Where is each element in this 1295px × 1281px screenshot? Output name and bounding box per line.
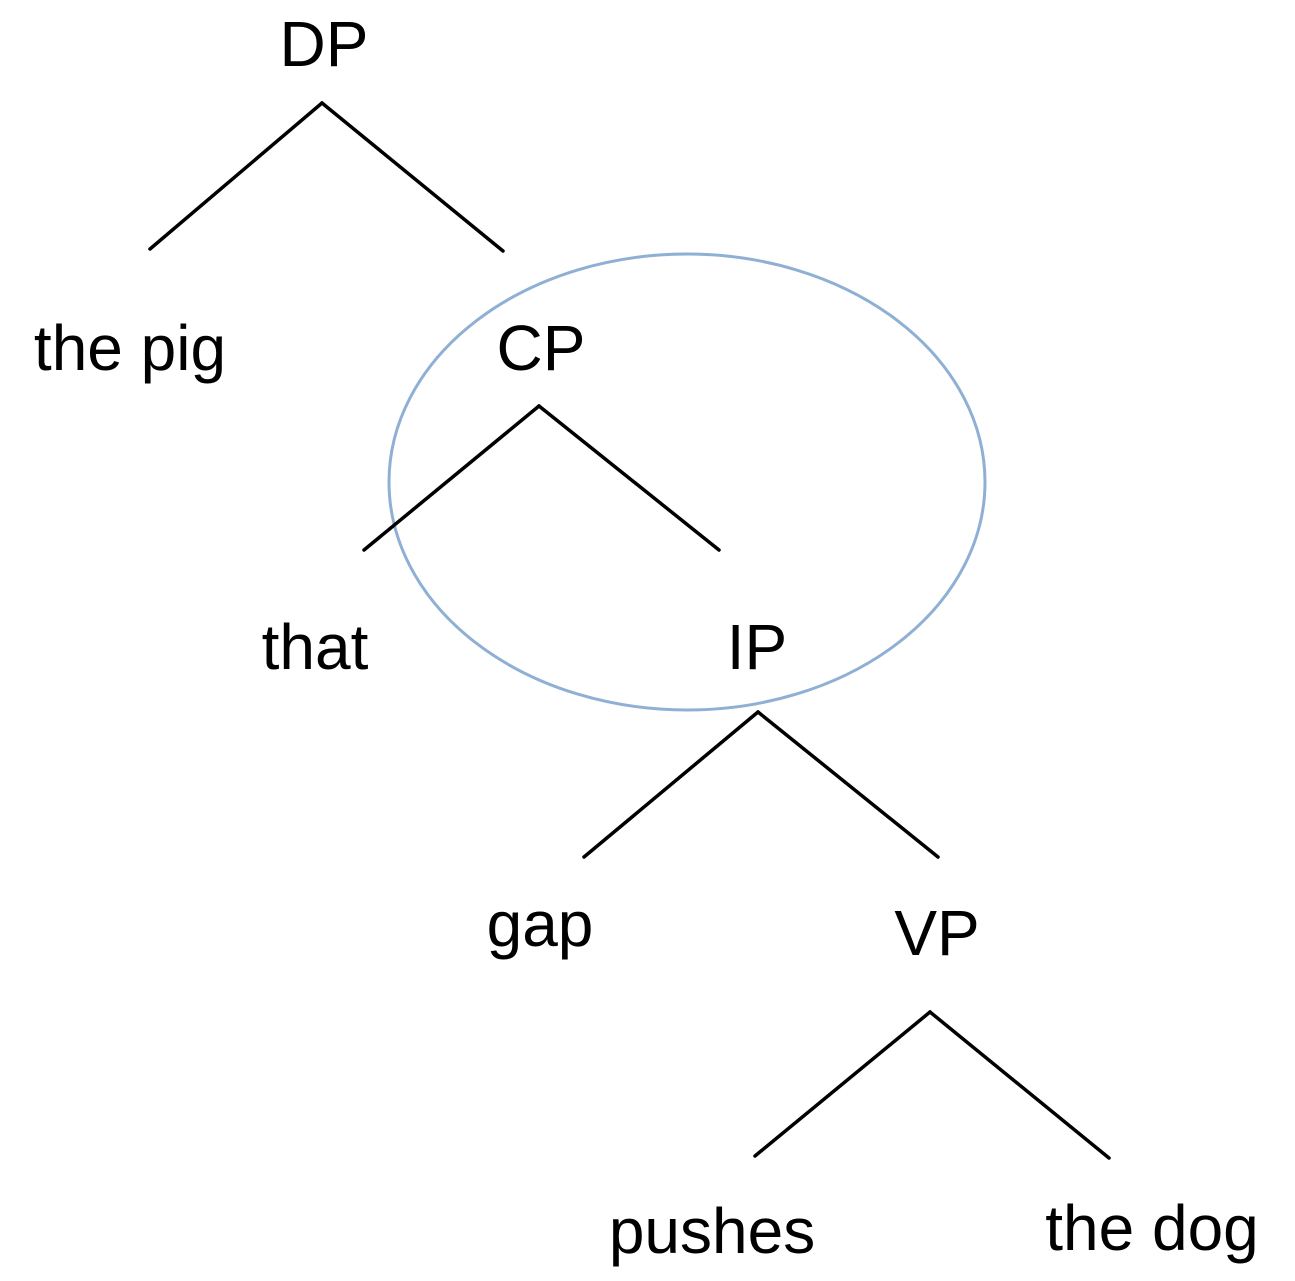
- node-cp: CP: [497, 312, 586, 384]
- node-that: that: [262, 611, 369, 683]
- edge-dp-the-pig: [148, 101, 324, 251]
- edge-ip-vp: [756, 710, 940, 859]
- edge-cp-ip: [537, 404, 721, 552]
- tree-labels: DP the pig CP that IP gap VP pushes the …: [34, 8, 1259, 1267]
- node-gap: gap: [487, 888, 594, 960]
- edge-cp-that: [362, 404, 541, 552]
- edge-vp-the-dog: [928, 1010, 1111, 1160]
- node-the-pig: the pig: [34, 312, 226, 384]
- node-vp: VP: [894, 897, 979, 969]
- edge-ip-gap: [582, 710, 760, 859]
- node-pushes: pushes: [609, 1195, 815, 1267]
- edge-vp-pushes: [753, 1010, 932, 1158]
- tree-edges: [148, 101, 1111, 1160]
- cp-ip-highlight-oval: [387, 252, 987, 712]
- edge-dp-cp: [320, 101, 505, 253]
- node-ip: IP: [727, 611, 787, 683]
- node-dp: DP: [280, 8, 369, 80]
- node-the-dog: the dog: [1045, 1192, 1259, 1264]
